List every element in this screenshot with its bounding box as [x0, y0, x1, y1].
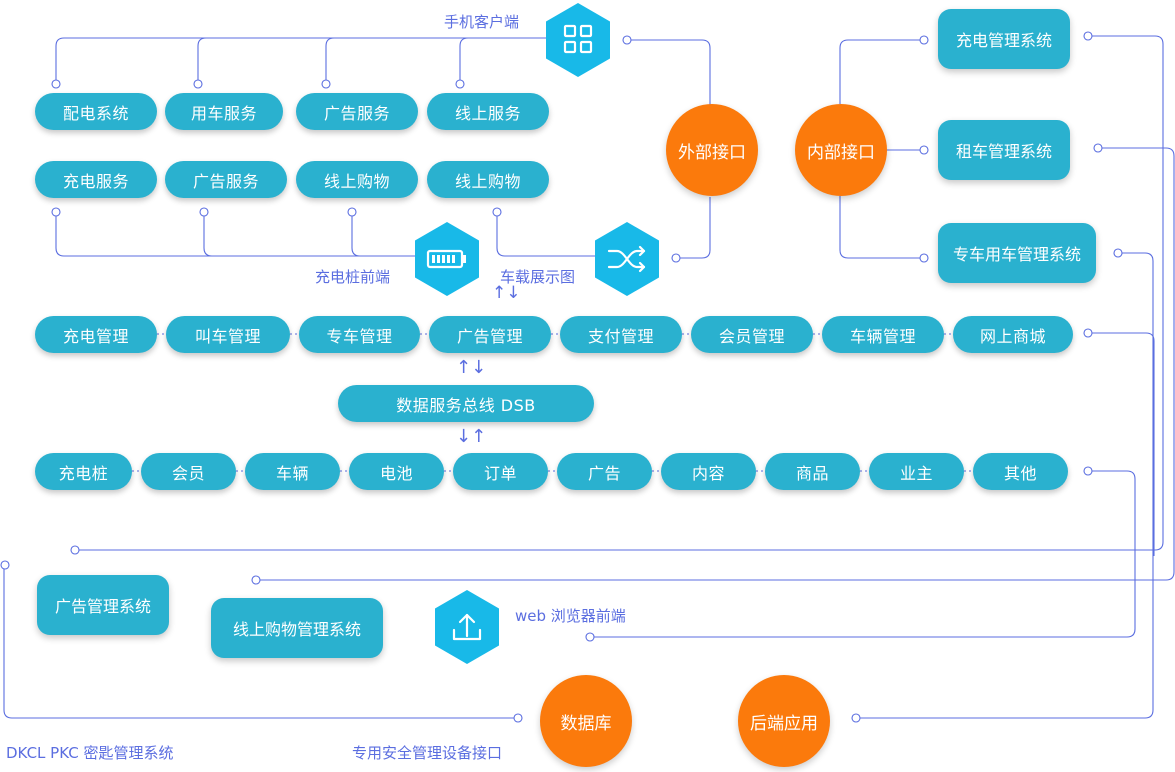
dkcl-label: DKCL PKC 密匙管理系统 [6, 744, 174, 762]
module-vehicle[interactable]: 车辆管理 [822, 316, 944, 353]
mobile-service-car[interactable]: 用车服务 [165, 93, 283, 130]
upload-icon [452, 613, 482, 641]
ad-management-system[interactable]: 广告管理系统 [37, 575, 169, 635]
entity-other[interactable]: 其他 [973, 453, 1068, 490]
entity-content[interactable]: 内容 [661, 453, 756, 490]
external-interface[interactable]: 外部接口 [666, 104, 758, 196]
online-shopping-management-system[interactable]: 线上购物管理系统 [211, 598, 383, 658]
entity-order[interactable]: 订单 [453, 453, 548, 490]
mobile-client-hex[interactable] [546, 3, 610, 77]
internal-interface[interactable]: 内部接口 [795, 104, 887, 196]
entity-owner[interactable]: 业主 [869, 453, 964, 490]
module-charging[interactable]: 充电管理 [35, 316, 157, 353]
data-service-bus[interactable]: 数据服务总线 DSB [338, 385, 594, 422]
module-payment[interactable]: 支付管理 [560, 316, 682, 353]
updown-arrows-top: ↑↓ [492, 283, 521, 303]
vehicle-service-shopping-2[interactable]: 线上购物 [427, 161, 549, 198]
entity-ad[interactable]: 广告 [557, 453, 652, 490]
entity-charging-pile[interactable]: 充电桩 [35, 453, 132, 490]
shuffle-icon [607, 245, 646, 273]
entity-member[interactable]: 会员 [141, 453, 236, 490]
backend-application[interactable]: 后端应用 [738, 675, 830, 767]
mobile-client-label: 手机客户端 [444, 13, 520, 31]
entity-product[interactable]: 商品 [765, 453, 860, 490]
battery-icon [426, 249, 466, 269]
module-special-car[interactable]: 专车管理 [299, 316, 420, 353]
mobile-service-power[interactable]: 配电系统 [35, 93, 157, 130]
module-mall[interactable]: 网上商城 [953, 316, 1073, 353]
web-frontend-label: web 浏览器前端 [515, 607, 626, 625]
internal-system-charging[interactable]: 充电管理系统 [938, 9, 1070, 69]
module-ad[interactable]: 广告管理 [429, 316, 551, 353]
updown-arrows-mid: ↑↓ [456, 357, 487, 378]
database[interactable]: 数据库 [540, 675, 632, 767]
vehicle-service-shopping-1[interactable]: 线上购物 [296, 161, 418, 198]
grid-icon [563, 24, 593, 54]
vehicle-service-ad[interactable]: 广告服务 [165, 161, 287, 198]
internal-system-rental[interactable]: 租车管理系统 [938, 120, 1070, 180]
module-ride-hailing[interactable]: 叫车管理 [166, 316, 290, 353]
module-member[interactable]: 会员管理 [691, 316, 813, 353]
charging-pile-frontend-label: 充电桩前端 [315, 268, 391, 286]
security-interface-label: 专用安全管理设备接口 [352, 744, 503, 762]
updown-arrows-low: ↓↑ [456, 426, 487, 447]
mobile-service-ad[interactable]: 广告服务 [296, 93, 418, 130]
entity-vehicle[interactable]: 车辆 [245, 453, 340, 490]
vehicle-display-hex[interactable] [595, 222, 659, 296]
vehicle-service-charging[interactable]: 充电服务 [35, 161, 157, 198]
vehicle-display-label: 车载展示图 [500, 268, 576, 286]
internal-system-special-car[interactable]: 专车用车管理系统 [938, 223, 1096, 283]
entity-battery[interactable]: 电池 [349, 453, 444, 490]
mobile-service-online[interactable]: 线上服务 [427, 93, 549, 130]
